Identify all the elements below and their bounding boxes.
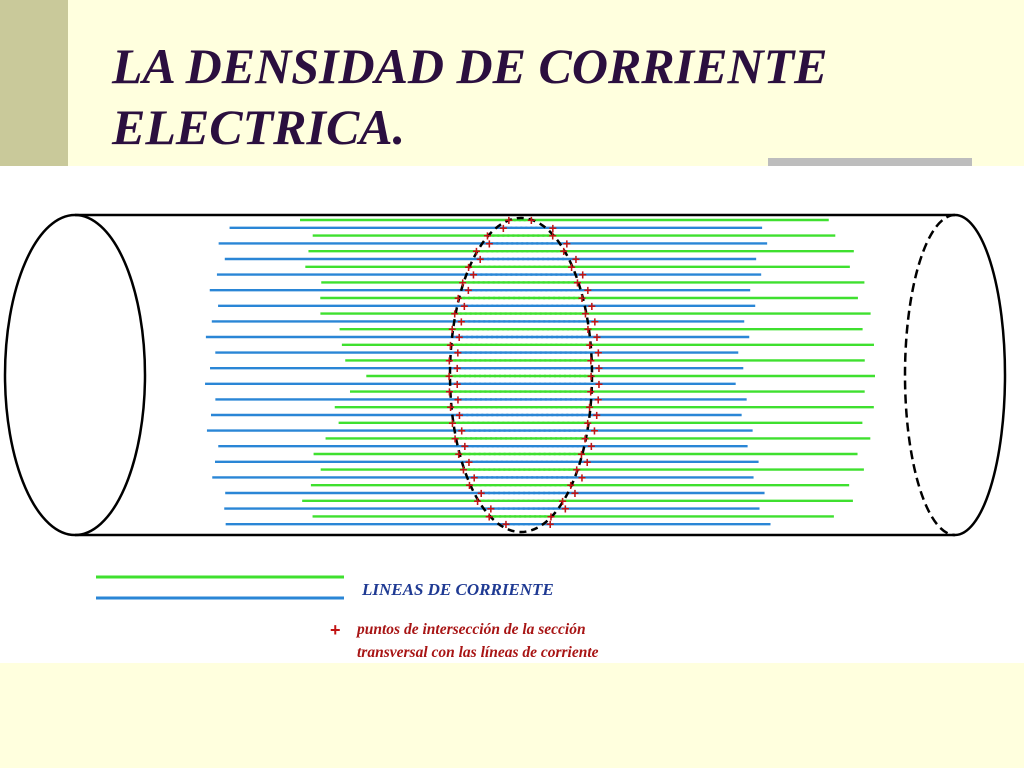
intersection-plus-mark: + [578, 469, 586, 485]
intersection-plus-mark: + [561, 501, 569, 517]
intersection-plus-mark: + [453, 360, 461, 376]
intersection-plus-mark: + [584, 415, 592, 431]
intersection-plus-mark: + [579, 267, 587, 283]
legend-intersection-text-2: transversal con las líneas de corriente [357, 644, 599, 661]
intersection-plus-mark: + [465, 477, 473, 493]
intersection-plus-mark: + [445, 384, 453, 400]
intersection-plus-mark: + [459, 274, 467, 290]
title-side-band [0, 0, 68, 166]
intersection-plus-mark: + [587, 438, 595, 454]
intersection-plus-mark: + [472, 243, 480, 259]
intersection-plus-mark: + [594, 391, 602, 407]
intersection-plus-mark: + [476, 251, 484, 267]
current-lines [205, 218, 875, 526]
intersection-plus-mark: + [594, 345, 602, 361]
intersection-plus-mark: + [453, 376, 461, 392]
intersection-plus-mark: + [451, 430, 459, 446]
intersection-plus-mark: + [590, 423, 598, 439]
title-line-2: ELECTRICA. [112, 99, 406, 155]
intersection-plus-mark: + [457, 313, 465, 329]
intersection-plus-mark: + [454, 345, 462, 361]
intersection-plus-mark: + [588, 298, 596, 314]
intersection-plus-mark: + [546, 516, 554, 532]
intersection-plus-mark: + [581, 430, 589, 446]
intersection-plus-mark: + [447, 399, 455, 415]
intersection-plus-mark: + [595, 360, 603, 376]
intersection-plus-mark: + [460, 298, 468, 314]
intersection-plus-mark: + [549, 220, 557, 236]
cross-section-ellipse [448, 216, 594, 534]
intersection-plus-mark: + [567, 477, 575, 493]
title-underline-bar [768, 158, 972, 166]
intersection-plus-mark: + [474, 493, 482, 509]
intersection-plus-mark: + [578, 290, 586, 306]
intersection-plus-mark: + [505, 212, 513, 228]
intersection-plus-mark: + [483, 228, 491, 244]
intersection-plus-mark: + [573, 274, 581, 290]
intersection-plus-mark: + [465, 454, 473, 470]
conductor-diagram: ++++++++++++++++++++++++++++++++++++++++… [3, 212, 1007, 661]
intersection-plus-mark: + [485, 235, 493, 251]
intersection-plus-mark: + [455, 446, 463, 462]
intersection-plus-mark: + [595, 376, 603, 392]
legend-current-lines-label: LINEAS DE CORRIENTE [361, 580, 554, 599]
intersection-plus-mark: + [587, 368, 595, 384]
cylinder-left-end [3, 213, 147, 537]
intersection-plus-mark: + [445, 352, 453, 368]
cylinder-right-end-visible [954, 213, 1007, 537]
intersection-plus-mark: + [567, 259, 575, 275]
intersection-plus-mark: + [487, 501, 495, 517]
intersection-plus-mark: + [477, 485, 485, 501]
intersection-plus-mark: + [581, 306, 589, 322]
intersection-points: ++++++++++++++++++++++++++++++++++++++++… [445, 212, 603, 532]
intersection-plus-mark: + [458, 423, 466, 439]
title-line-1: LA DENSIDAD DE CORRIENTE [112, 38, 828, 94]
intersection-plus-mark: + [469, 267, 477, 283]
intersection-plus-mark: + [461, 438, 469, 454]
intersection-plus-mark: + [577, 446, 585, 462]
intersection-plus-mark: + [451, 306, 459, 322]
intersection-plus-mark: + [446, 337, 454, 353]
intersection-plus-mark: + [549, 228, 557, 244]
intersection-plus-mark: + [583, 454, 591, 470]
intersection-plus-mark: + [572, 251, 580, 267]
intersection-plus-mark: + [485, 508, 493, 524]
intersection-plus-mark: + [573, 462, 581, 478]
intersection-plus-mark: + [448, 415, 456, 431]
intersection-plus-mark: + [584, 282, 592, 298]
intersection-plus-mark: + [455, 329, 463, 345]
intersection-plus-mark: + [445, 368, 453, 384]
intersection-plus-mark: + [585, 399, 593, 415]
intersection-plus-mark: + [587, 352, 595, 368]
current-density-figure: ++++++++++++++++++++++++++++++++++++++++… [0, 166, 1024, 663]
intersection-plus-mark: + [593, 407, 601, 423]
intersection-plus-mark: + [527, 212, 535, 228]
legend-intersection-text-1: puntos de intersección de la sección [355, 621, 586, 638]
intersection-plus-mark: + [547, 508, 555, 524]
intersection-plus-mark: + [464, 282, 472, 298]
legend-plus-symbol: + [330, 620, 341, 640]
intersection-plus-mark: + [502, 516, 510, 532]
intersection-plus-mark: + [584, 321, 592, 337]
intersection-plus-mark: + [470, 469, 478, 485]
intersection-plus-mark: + [448, 321, 456, 337]
intersection-plus-mark: + [560, 243, 568, 259]
intersection-plus-mark: + [454, 290, 462, 306]
intersection-plus-mark: + [586, 337, 594, 353]
intersection-plus-mark: + [558, 493, 566, 509]
intersection-plus-mark: + [591, 313, 599, 329]
intersection-plus-mark: + [459, 462, 467, 478]
intersection-plus-mark: + [593, 329, 601, 345]
intersection-plus-mark: + [465, 259, 473, 275]
intersection-plus-mark: + [587, 384, 595, 400]
intersection-plus-mark: + [455, 407, 463, 423]
cylinder-right-end-hidden [903, 213, 956, 537]
intersection-plus-mark: + [571, 485, 579, 501]
slide-title: LA DENSIDAD DE CORRIENTE ELECTRICA. [112, 36, 992, 158]
intersection-plus-mark: + [563, 235, 571, 251]
intersection-plus-mark: + [499, 220, 507, 236]
intersection-plus-mark: + [454, 391, 462, 407]
